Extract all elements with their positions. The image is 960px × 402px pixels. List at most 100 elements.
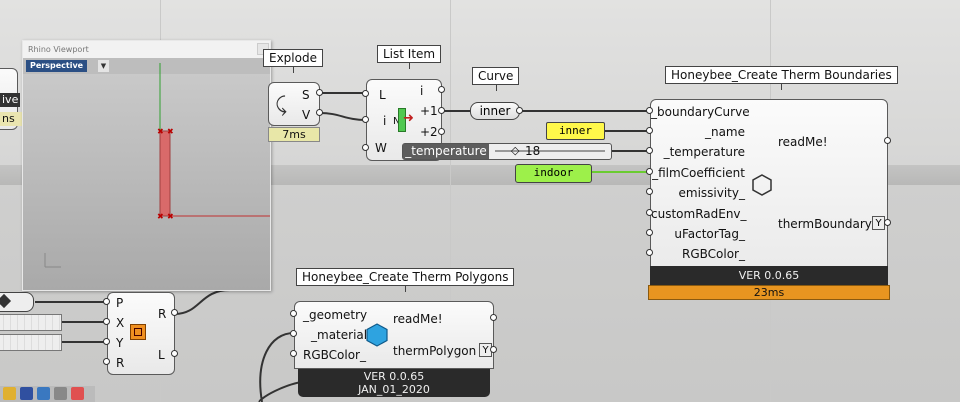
curve-port-out[interactable]: [516, 107, 523, 114]
tb-input-boundary-curve: _boundaryCurve: [651, 105, 750, 119]
curve-title: Curve: [472, 67, 520, 91]
tb-input-ufactor-tag: uFactorTag_: [674, 227, 745, 241]
folder-icon[interactable]: [3, 387, 16, 400]
python-icon[interactable]: [37, 387, 50, 400]
tb-port-out-therm-boundary[interactable]: [884, 219, 891, 226]
curve-param[interactable]: inner: [470, 102, 520, 120]
axis-gizmo-icon: [44, 253, 61, 268]
pxyr-input-r: R: [116, 356, 125, 370]
pxyr-port-y[interactable]: [103, 338, 110, 345]
rectangle-icon: [130, 324, 146, 340]
diamond-icon: [0, 293, 12, 309]
tb-port-in-4[interactable]: [646, 188, 653, 195]
therm-boundaries-title: Honeybee_Create Therm Boundaries: [665, 66, 898, 90]
explode-timer: 7ms: [268, 127, 320, 142]
list-item-output-i: i: [420, 84, 424, 98]
bookmark-icon[interactable]: [71, 387, 84, 400]
rhino-viewport[interactable]: Rhino Viewport Perspective ▼ ✖✖ ✖✖: [22, 40, 271, 291]
tb-output-therm-boundary: thermBoundary: [778, 217, 872, 231]
pxyr-port-r[interactable]: [103, 358, 110, 365]
list-item-port-out-plus1[interactable]: [438, 107, 445, 114]
therm-polygons-title: Honeybee_Create Therm Polygons: [296, 268, 515, 292]
save-icon[interactable]: [20, 387, 33, 400]
tp-input-material: _material: [311, 328, 368, 342]
tb-port-in-6[interactable]: [646, 229, 653, 236]
tp-version-bar: VER 0.0.65 JAN_01_2020: [298, 369, 490, 397]
list-item-port-l[interactable]: [362, 90, 369, 97]
viewport-tab-perspective[interactable]: Perspective: [26, 60, 88, 72]
tp-port-in-1[interactable]: [290, 330, 297, 337]
tb-output-readme: readMe!: [778, 135, 828, 149]
viewport-scene: ✖✖ ✖✖: [23, 63, 270, 290]
tb-port-in-7[interactable]: [646, 249, 653, 256]
canvas-grid-line: [450, 0, 451, 402]
partial-slider-x[interactable]: [0, 314, 62, 331]
boundary-geometry: [159, 130, 171, 217]
panel-inner[interactable]: inner: [546, 122, 605, 140]
list-item-port-i[interactable]: [362, 116, 369, 123]
tb-port-in-1[interactable]: [646, 127, 653, 134]
tb-input-emissivity: emissivity_: [678, 186, 746, 200]
list-item-title: List Item: [377, 45, 442, 69]
explode-title: Explode: [263, 49, 323, 73]
list-item-input-i: i: [383, 114, 387, 128]
pxyr-port-p[interactable]: [103, 298, 110, 305]
tb-port-in-2[interactable]: [646, 147, 653, 154]
pxyr-input-p: P: [116, 296, 124, 310]
tp-input-rgb-color: RGBColor_: [303, 348, 366, 362]
pxyr-input-y: Y: [116, 336, 124, 350]
therm-boundaries-component[interactable]: _boundaryCurve _name _temperature _filmC…: [650, 99, 888, 285]
tp-input-geometry: _geometry: [303, 308, 368, 322]
pxyr-component[interactable]: P X Y R R L: [107, 292, 175, 375]
tp-port-out-therm-polygon[interactable]: [490, 346, 497, 353]
tb-port-in-3[interactable]: [646, 168, 653, 175]
tp-output-therm-polygon: thermPolygon: [393, 344, 477, 358]
explode-component[interactable]: ⤹ S V: [268, 82, 320, 126]
partial-component-point[interactable]: [0, 292, 34, 312]
tb-timer: 23ms: [648, 285, 890, 300]
list-item-input-w: W: [375, 141, 387, 155]
slider-track[interactable]: [495, 150, 605, 152]
list-item-output-plus1: +1: [420, 104, 438, 118]
tb-port-in-0[interactable]: [646, 107, 653, 114]
list-item-port-w[interactable]: [362, 144, 369, 151]
list-item-output-plus2: +2: [420, 125, 438, 139]
tree-access-icon: Y: [479, 343, 492, 357]
partial-label-ive: ive: [0, 93, 21, 107]
list-item-center: N: [393, 116, 401, 127]
panel-indoor[interactable]: indoor: [515, 164, 592, 183]
explode-output-v: V: [302, 108, 311, 122]
explode-port-s[interactable]: [316, 89, 323, 96]
tp-port-in-0[interactable]: [290, 310, 297, 317]
list-item-port-out-plus2[interactable]: [438, 128, 445, 135]
tp-port-in-2[interactable]: [290, 350, 297, 357]
temperature-slider[interactable]: _temperature ◇ 18: [402, 143, 612, 160]
pxyr-port-out-l[interactable]: [171, 350, 178, 357]
partial-label-ns: ns: [0, 112, 22, 126]
list-item-port-out-i[interactable]: [438, 86, 445, 93]
hexagon-icon: [752, 174, 772, 196]
pxyr-port-x[interactable]: [103, 318, 110, 325]
therm-polygons-component[interactable]: _geometry _material RGBColor_ readMe! th…: [294, 301, 494, 369]
tb-input-temperature: _temperature: [663, 145, 745, 159]
tb-version-bar: VER 0.0.65: [650, 266, 888, 285]
explode-icon: ⤹: [275, 92, 287, 116]
svg-text:✖: ✖: [157, 212, 164, 221]
slider-label: _temperature: [403, 144, 489, 159]
tb-port-in-5[interactable]: [646, 209, 653, 216]
arrow-right-icon: ➜: [403, 111, 414, 126]
partial-slider-y[interactable]: [0, 334, 62, 351]
slider-value-marker[interactable]: ◇: [511, 144, 520, 157]
tp-port-out-readme[interactable]: [490, 314, 497, 321]
tp-date: JAN_01_2020: [358, 383, 430, 396]
tp-output-readme: readMe!: [393, 312, 443, 326]
tb-input-name: _name: [704, 125, 745, 139]
tb-input-custom-rad-env: customRadEnv_: [651, 207, 747, 221]
explode-port-v[interactable]: [316, 109, 323, 116]
pxyr-port-out-r[interactable]: [171, 309, 178, 316]
brush-icon[interactable]: [54, 387, 67, 400]
list-item-input-l: L: [379, 88, 386, 102]
pxyr-output-r: R: [158, 307, 167, 321]
tb-port-out-readme[interactable]: [884, 137, 891, 144]
chevron-down-icon[interactable]: ▼: [98, 60, 109, 72]
